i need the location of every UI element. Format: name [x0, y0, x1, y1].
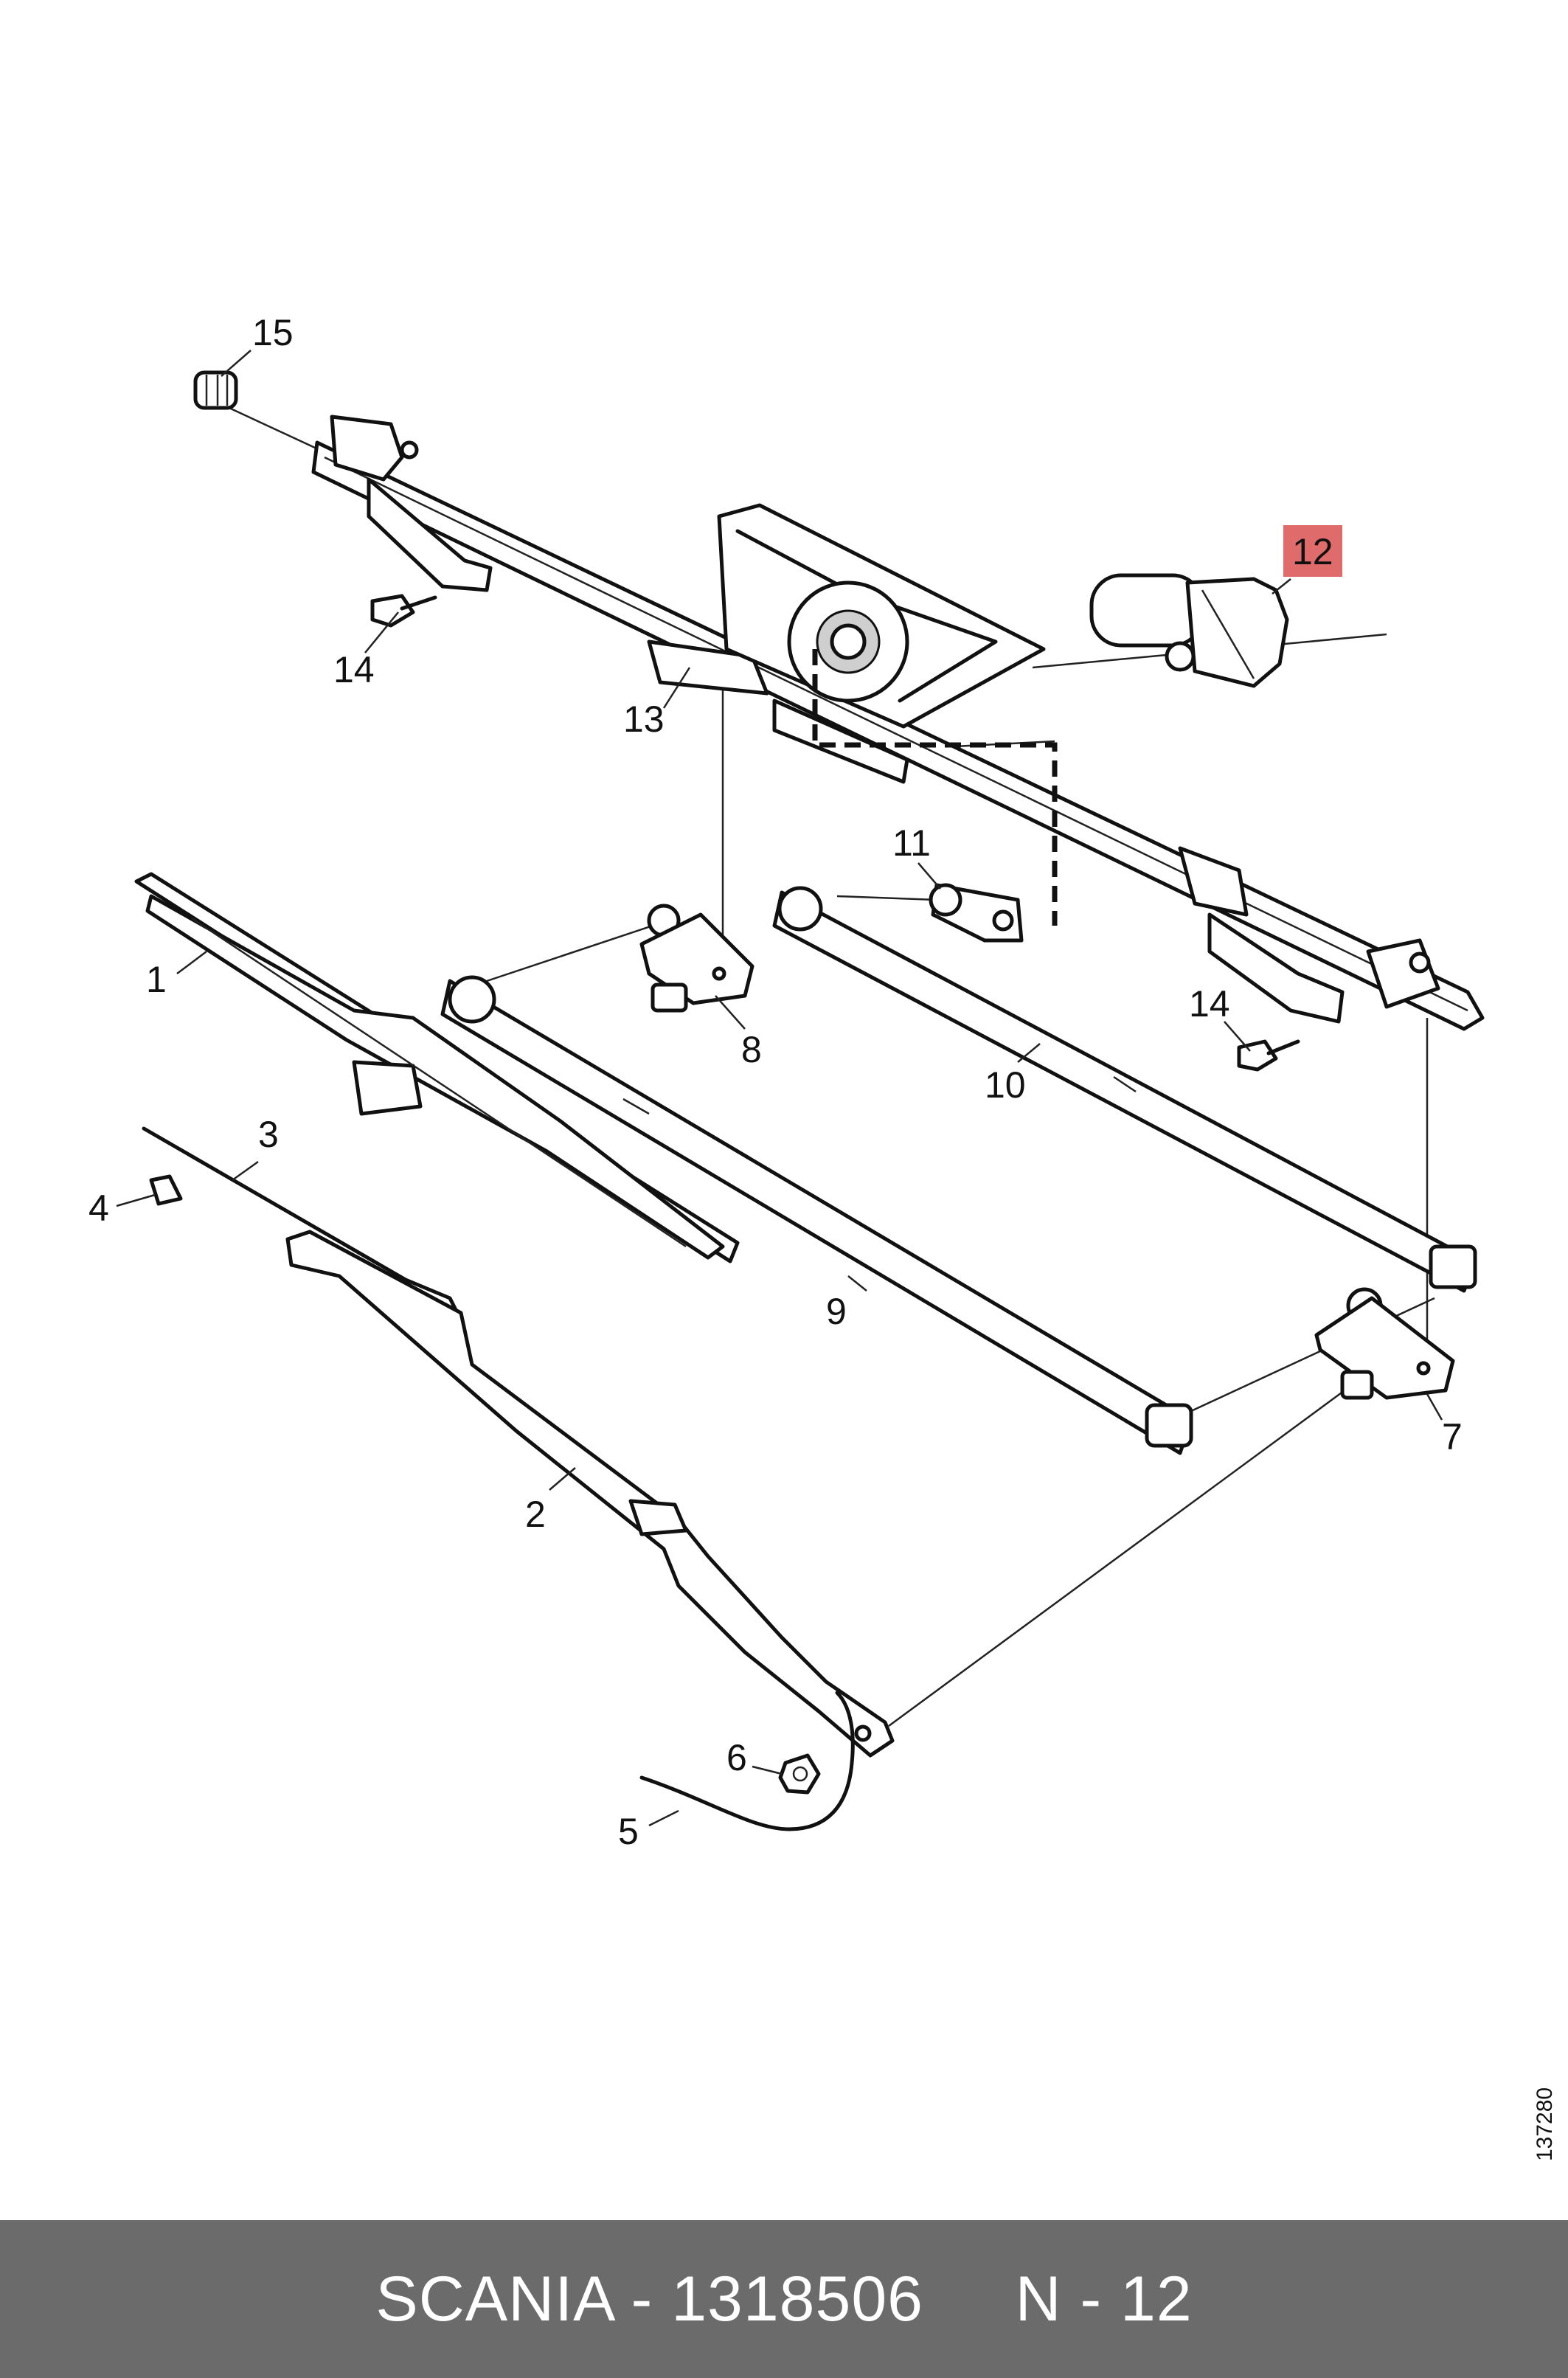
- footer-bar: SCANIA - 1318506 N - 12: [0, 2220, 1568, 2378]
- label-1: 1: [146, 959, 167, 1000]
- part-15-grommet: [193, 370, 238, 410]
- part-2-wiper-arm: [285, 1230, 895, 1758]
- label-9: 9: [826, 1291, 847, 1332]
- part-9-link-rod: [440, 975, 1193, 1455]
- motor-mounting-plate: [717, 503, 1046, 729]
- part-number-caption: SCANIA - 1318506 N - 12: [375, 2263, 1193, 2334]
- label-4: 4: [89, 1188, 109, 1229]
- label-11: 11: [892, 822, 931, 864]
- label-7: 7: [1442, 1416, 1463, 1457]
- part-14-bolt-left: [370, 594, 437, 628]
- part-7-bearing-right: [1314, 1287, 1455, 1400]
- part-6-nut: [778, 1753, 821, 1795]
- part-3-strip: [142, 1126, 459, 1315]
- label-12-highlight: [1283, 525, 1342, 577]
- label-14-right: 14: [1189, 983, 1230, 1025]
- label-2: 2: [525, 1494, 546, 1535]
- label-15: 15: [252, 312, 294, 353]
- part-14-bolt-right: [1237, 1039, 1300, 1072]
- label-12: 12: [1292, 531, 1333, 572]
- wiper-assembly-diagram: 15 12 14 13 11 1 8 14 10 3 4 9 7 2 6 5: [89, 312, 1485, 1852]
- label-6: 6: [726, 1737, 747, 1778]
- part-8-bearing-left: [639, 904, 754, 1013]
- label-5: 5: [618, 1811, 639, 1852]
- item-labels: 15 12 14 13 11 1 8 14 10 3 4 9 7 2 6 5: [89, 312, 1463, 1852]
- part-13-frame-tube: [311, 415, 1485, 1031]
- part-12-wiper-motor: [1089, 573, 1289, 688]
- label-13: 13: [623, 699, 665, 740]
- part-4-clip: [149, 1174, 183, 1206]
- callout-lines: [116, 350, 1443, 1827]
- dashed-indicator: [812, 649, 1058, 926]
- label-14-left: 14: [333, 649, 375, 690]
- part-10-link-rod: [772, 886, 1477, 1293]
- label-8: 8: [741, 1029, 762, 1070]
- label-3: 3: [258, 1114, 279, 1155]
- part-11-ball-pin: [929, 883, 1024, 943]
- part-1-wiper-blade: [134, 872, 740, 1263]
- label-10: 10: [985, 1064, 1026, 1106]
- part-5-washer-hose: [639, 1691, 855, 1831]
- drawing-code: 137280: [1533, 2087, 1557, 2161]
